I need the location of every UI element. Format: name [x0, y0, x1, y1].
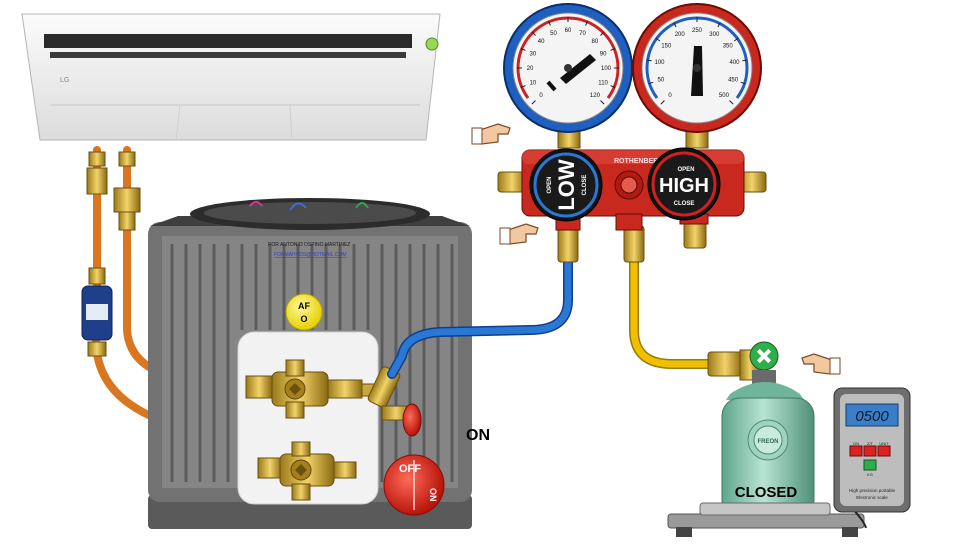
high-gauge-tick-label: 50 [658, 78, 665, 84]
gauge-tick-mark [600, 31, 605, 36]
gauge-tick-mark [733, 37, 739, 42]
gauge-tick-mark [548, 20, 551, 26]
high-knob-open: OPEN [677, 167, 694, 173]
low-gauge-tick-label: 120 [590, 93, 601, 99]
gauge-tick-mark [531, 31, 536, 36]
flare-nut-fittings [86, 151, 141, 285]
refrigerant-cylinder [721, 382, 815, 519]
gauge-tick-mark [610, 48, 616, 51]
cylinder-valve[interactable] [739, 341, 779, 386]
scale-btn-zt: Z/T [867, 441, 874, 446]
low-knob-close: CLOSE [582, 175, 588, 196]
low-gauge-tick-label: 110 [598, 81, 608, 87]
gauge-tick-mark [673, 22, 677, 28]
af-badge-line1: AF [298, 301, 310, 311]
low-pressure-gauge: 010 20 30 40 50 60 70 80 90 100 110 120 [503, 3, 633, 149]
valve-on-label: ON [466, 427, 490, 444]
cylinder-status: CLOSED [735, 484, 798, 501]
high-gauge-tick-label: 400 [729, 60, 740, 66]
high-gauge-tick-label: 150 [661, 44, 672, 50]
suction-service-valve[interactable] [245, 359, 385, 419]
high-gauge-tick-label: 350 [723, 44, 734, 50]
high-knob-close: CLOSE [674, 201, 695, 207]
gauge-tick-mark [600, 100, 605, 105]
af-badge-line2: O [300, 314, 307, 324]
high-gauge-tick-label: 0 [668, 93, 672, 99]
gauge-tick-mark [729, 100, 734, 105]
scale-btn-unit: UNIT [879, 441, 889, 446]
gauge-tick-mark [610, 85, 616, 88]
scale-platform [667, 502, 865, 537]
gauge-tick-mark [742, 59, 748, 62]
low-gauge-tick-label: 20 [527, 66, 534, 72]
hoses [387, 257, 721, 379]
pointing-hand-icon [801, 353, 841, 375]
hose-end-fittings [497, 171, 767, 377]
switch-off-label: OFF [399, 463, 421, 475]
off-on-switch[interactable] [383, 454, 445, 516]
indoor-brand-logo: LG [60, 77, 69, 84]
low-gauge-tick-label: 90 [600, 52, 607, 58]
filter-drier [81, 285, 113, 357]
high-knob-label: HIGH [659, 175, 709, 197]
manifold-brand: ROTHENBERGER [614, 158, 674, 165]
gauge-tick-mark [520, 85, 526, 88]
indoor-ac-unit [21, 13, 441, 141]
gauge-tick-mark [648, 81, 654, 85]
low-gauge-tick-label: 10 [530, 81, 537, 87]
scale-caption-line1: High precision portable [849, 488, 896, 493]
low-gauge-tick-label: 60 [565, 28, 572, 34]
gauge-tick-mark [717, 22, 721, 28]
gauge-tick-mark [655, 37, 661, 42]
pointing-hand-icon [499, 223, 539, 245]
low-gauge-tick-label: 100 [601, 66, 612, 72]
low-gauge-tick-label: 70 [579, 31, 586, 37]
high-gauge-tick-label: 450 [728, 78, 739, 84]
high-gauge-tick-label: 300 [709, 32, 720, 38]
gauge-tick-mark [520, 48, 526, 51]
coupler-red-knob[interactable] [402, 403, 422, 437]
author-email: FORMAHVOS@HOTMAIL.COM [274, 252, 347, 258]
low-gauge-tick-label: 50 [550, 31, 557, 37]
author-credit: POR ANTONIO OSPINO MARTINEZ [268, 242, 350, 248]
af-badge [285, 293, 323, 331]
gauge-tick-mark [585, 20, 588, 26]
low-gauge-tick-label: 40 [538, 39, 545, 45]
high-gauge-tick-label: 100 [654, 60, 665, 66]
high-gauge-tick-label: 250 [692, 28, 703, 34]
high-gauge-tick-label: 200 [675, 32, 686, 38]
high-gauge-tick-label: 500 [719, 93, 730, 99]
cylinder-brand: FREON [758, 439, 779, 445]
low-knob-open: OPEN [547, 176, 553, 193]
gauge-tick-mark [646, 59, 652, 62]
gauge-tick-mark [740, 81, 746, 85]
low-gauge-tick-label: 30 [530, 52, 537, 58]
pointing-hand-icon [471, 123, 511, 145]
indoor-power-led [425, 37, 439, 51]
low-gauge-tick-label: 0 [539, 93, 543, 99]
scale-btn-on: ON [853, 441, 859, 446]
scale-buttons[interactable] [849, 445, 891, 471]
scale-caption-line2: Electronic scale [856, 495, 888, 500]
switch-on-label: ON [428, 488, 438, 502]
scale-btn-kg: KG [867, 472, 873, 477]
gauge-tick-mark [531, 100, 536, 105]
high-side-knob[interactable] [647, 147, 721, 221]
low-side-knob[interactable] [529, 148, 603, 222]
scale-display-reading: 0500 [855, 408, 889, 425]
liquid-service-valve[interactable] [257, 441, 357, 501]
low-gauge-tick-label: 80 [592, 39, 599, 45]
gauge-tick-mark [660, 100, 665, 105]
low-knob-label: LOW [554, 159, 579, 211]
